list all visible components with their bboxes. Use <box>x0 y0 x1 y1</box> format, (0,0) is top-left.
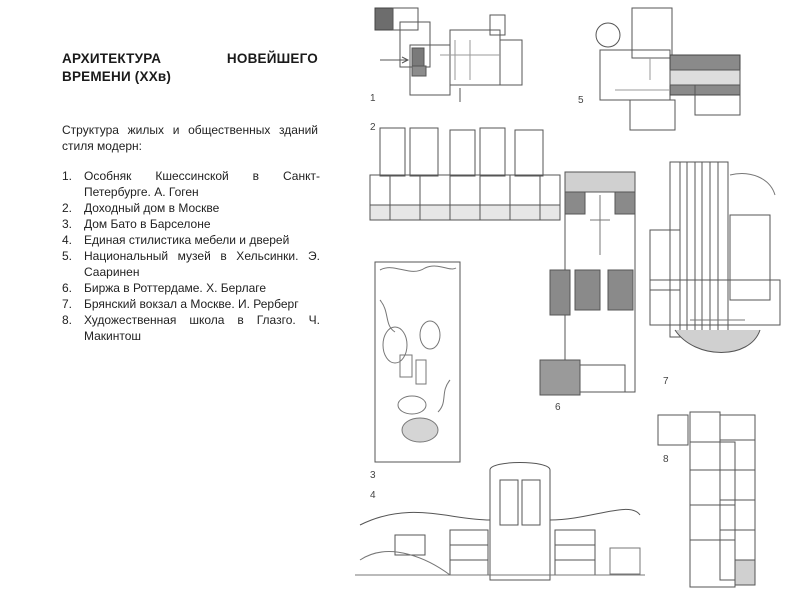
list-item-number: 8. <box>62 313 73 327</box>
floor-plans-illustration: 1 2 3 4 5 6 7 8 <box>355 7 781 588</box>
figure-number: 4 <box>370 490 376 501</box>
list-item-text: Особняк Кшессинской в Санкт-Петербурге. … <box>84 169 320 199</box>
floor-plan-figures: 1 2 3 4 5 6 7 8 <box>350 0 800 600</box>
list-item-text: Доходный дом в Москве <box>84 201 220 215</box>
figure-number: 8 <box>663 454 669 465</box>
figure-number: 3 <box>370 470 376 481</box>
list-item: 7. Брянский вокзал а Москве. И. Рерберг <box>62 296 320 312</box>
figure-number: 7 <box>663 376 669 387</box>
list-item: 1. Особняк Кшессинской в Санкт-Петербурге… <box>62 168 320 200</box>
list-item: 4. Единая стилистика мебели и дверей <box>62 232 320 248</box>
plan-list: 1. Особняк Кшессинской в Санкт-Петербурге… <box>62 168 320 344</box>
list-item-number: 6. <box>62 281 73 295</box>
plan-2 <box>369 127 561 221</box>
plan-4 <box>355 462 645 581</box>
list-item: 2. Доходный дом в Москве <box>62 200 320 216</box>
plan-6 <box>539 171 636 396</box>
title-line-1: АРХИТЕКТУРА НОВЕЙШЕГО <box>62 51 318 66</box>
list-item-number: 4. <box>62 233 73 247</box>
plan-3 <box>374 261 461 463</box>
figure-number: 2 <box>370 122 376 133</box>
plan-8 <box>657 411 756 588</box>
list-item-number: 1. <box>62 169 73 183</box>
plan-5 <box>595 7 741 131</box>
list-item-text: Брянский вокзал а Москве. И. Рерберг <box>84 297 299 311</box>
list-item-number: 5. <box>62 249 73 263</box>
intro-text: Структура жилых и общественных зданий ст… <box>62 123 318 153</box>
figure-number: 1 <box>370 93 376 104</box>
figure-number: 6 <box>555 402 561 413</box>
list-item-number: 3. <box>62 217 73 231</box>
plan-1 <box>374 7 523 102</box>
list-item-number: 7. <box>62 297 73 311</box>
list-item-number: 2. <box>62 201 73 215</box>
list-item: 3. Дом Бато в Барселоне <box>62 216 320 232</box>
figure-number: 5 <box>578 95 584 106</box>
list-item-text: Дом Бато в Барселоне <box>84 217 211 231</box>
list-item-text: Единая стилистика мебели и дверей <box>84 233 290 247</box>
plan-7 <box>649 161 781 353</box>
list-item-text: Биржа в Роттердаме. Х. Берлаге <box>84 281 267 295</box>
list-item-text: Национальный музей в Хельсинки. Э. Саари… <box>84 249 320 279</box>
title-line-2: ВРЕМЕНИ (ХХв) <box>62 69 172 84</box>
list-item: 5. Национальный музей в Хельсинки. Э. Саа… <box>62 248 320 280</box>
list-item: 8. Художественная школа в Глазго. Ч. Маки… <box>62 312 320 344</box>
slide-title: АРХИТЕКТУРА НОВЕЙШЕГО ВРЕМЕНИ (ХХв) <box>62 50 318 86</box>
list-item-text: Художественная школа в Глазго. Ч. Макинт… <box>84 313 320 343</box>
list-item: 6. Биржа в Роттердаме. Х. Берлаге <box>62 280 320 296</box>
